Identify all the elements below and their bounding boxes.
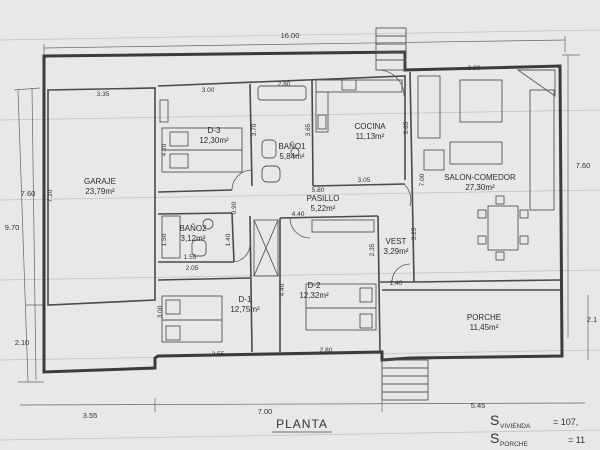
room-area-porche: 11,45m² [470,323,499,332]
room-area-bano1: 5,84m² [280,152,305,161]
wall-bano1-cocina [311,79,314,187]
dim-d2-side: 4.40 [279,283,286,296]
room-area-d2: 12,32m² [299,291,329,300]
wall-d2-top [279,215,379,219]
dim-vest-b: 3.25 [411,227,418,240]
dim-bottom-b: 7.00 [258,407,273,416]
stairs-bottom [381,359,429,401]
dim-d1-gap2: 0.90 [231,201,238,214]
dim-d3-side: 4.20 [161,143,168,156]
dim-bano1-top: 2.80 [278,81,291,88]
room-name-d1: D-1 [239,295,252,304]
dim-d2-bottom: 2.80 [320,347,333,354]
plan-title-block: PLANTA [272,417,332,433]
summary-s-vivienda: S [490,412,499,428]
furniture-bano2 [161,215,214,259]
dim-pasillo-b: 3.05 [358,177,371,184]
room-area-salon: 27,30m² [465,183,495,192]
room-name-garaje: GARAJE [84,177,116,186]
wall-d2-right [377,215,381,353]
wall-bano2-top [157,212,233,215]
wall-closet-left [249,215,253,353]
room-name-vest: VEST [386,237,407,246]
dim-d1-side: 3.00 [157,305,164,318]
dim-vest-side: 7.00 [419,173,426,186]
dim-bano2-b: 1.55 [184,254,197,261]
dimension-lines [13,36,589,412]
dim-cocina-side: 3.65 [403,121,410,134]
dim-bano1-side2: 3.65 [305,123,312,136]
wall-d3-bano1 [249,83,253,187]
dim-d1-bottom: 3.55 [212,351,225,358]
wall-bano2-right [231,212,235,263]
wall-cocina-bottom [312,183,406,187]
room-area-garaje: 23,79m² [85,187,115,196]
dim-bano1-side: 3.70 [251,123,258,136]
furniture-salon [417,69,556,261]
wall-salon-left [409,71,415,283]
interior-dimension-labels: 3.35 7.10 3.00 4.20 2.80 3.70 3.65 3.65 … [47,65,481,358]
wall-salon-bottom [413,279,561,283]
dim-pasillo-c: 4.40 [292,211,305,218]
summary-s-vivienda-sub: VIVIENDA [500,423,531,430]
room-area-cocina: 11,13m² [356,132,385,141]
dim-bano2-c: 2.05 [186,265,199,272]
furniture-d3 [159,99,243,173]
stairs-top [375,27,407,71]
room-area-pasillo: 5,22m² [311,204,336,213]
dimension-labels: 16.00 9.70 7.60 2.10 7.60 2.1 3.55 7.00 … [5,31,598,420]
room-area-d1: 12,75m² [230,305,260,314]
room-name-cocina: COCINA [354,122,386,131]
dim-left-upper: 7.60 [21,189,36,198]
garage-wall [47,87,156,306]
room-name-d2: D-2 [308,281,321,290]
room-labels: GARAJE 23,79m² D-3 12,30m² BAÑO1 5,84m² … [84,122,516,332]
area-summary: S VIVIENDA = 107, S PORCHE = 11 [490,412,585,448]
dim-left-total: 9.70 [5,223,20,232]
room-area-vest: 3,29m² [384,247,409,256]
closet-hall [253,219,375,277]
dim-bottom-c: 5.45 [471,401,486,410]
room-name-d3: D-3 [208,126,221,135]
furniture-d2 [305,283,377,331]
dim-bano2-a: 1.50 [161,233,168,246]
dim-right-upper: 7.60 [576,161,591,170]
dim-vest-a: 2.35 [369,243,376,256]
room-name-bano1: BAÑO1 [278,142,306,151]
plan-title: PLANTA [276,417,328,431]
furniture-bano1 [257,85,307,183]
summary-s-porche-value: = 11 [568,435,585,445]
dim-d3-top: 3.00 [202,87,215,94]
wall-d3-bottom [157,189,233,193]
dim-pasillo-a: 5.80 [312,187,325,194]
wall-d1-top [157,277,251,281]
dim-garaje-side: 7.10 [47,189,54,202]
room-name-pasillo: PASILLO [307,194,340,203]
summary-s-porche: S [490,430,499,446]
room-area-d3: 12,30m² [199,136,229,145]
dim-d1-gap: 1.40 [225,233,232,246]
furniture-d1 [161,295,223,343]
dim-salon-top: 3.90 [468,65,481,72]
room-name-salon: SALON-COMEDOR [444,173,516,182]
paper-grid [0,29,600,441]
dim-garaje-top: 3.35 [97,91,110,98]
door-swings [231,69,412,283]
dim-left-lower: 2.10 [15,338,30,347]
dim-right-lower: 2.1 [587,315,597,324]
room-area-bano2: 3,12m² [181,234,206,243]
dim-bottom-a: 3.55 [83,411,98,420]
dim-top-total: 16.00 [281,31,300,40]
summary-s-porche-sub: PORCHE [500,441,528,448]
interior-wall-top [157,75,406,180]
summary-s-vivienda-value: = 107, [553,417,578,427]
room-name-bano2: BAÑO2 [179,224,207,233]
dim-vest-c: 1,40 [390,280,403,287]
room-name-porche: PORCHE [467,313,501,322]
